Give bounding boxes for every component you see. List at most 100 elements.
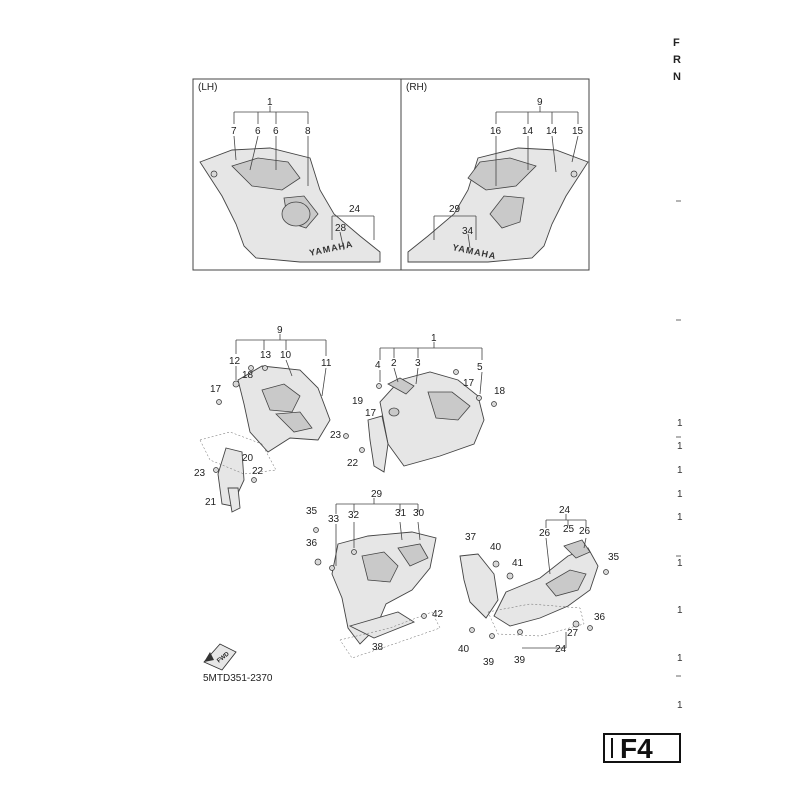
callout-number: 28 [335, 223, 347, 234]
callout-number: 32 [348, 510, 360, 521]
panels-frame [192, 78, 590, 271]
callout-number: 21 [205, 497, 217, 508]
callout-number: 22 [252, 466, 264, 477]
lh-mount-hole [210, 170, 218, 178]
washer-icon [476, 395, 482, 401]
nut-icon [262, 365, 268, 371]
edge-letter-n: N [673, 71, 681, 83]
screw-icon [489, 633, 495, 639]
callout-number: 38 [372, 642, 384, 653]
callout-number: 35 [306, 506, 318, 517]
screw-icon [587, 625, 593, 631]
screw-icon [469, 627, 475, 633]
leader-line [285, 359, 293, 377]
callout-number: 40 [490, 542, 502, 553]
edge-letter-r: R [673, 54, 681, 66]
callout-number: 6 [273, 126, 279, 137]
screw-icon [359, 447, 365, 453]
right-edge-marks: 1 1 1 1 1 1 1 1 1 [676, 200, 683, 711]
screw-icon [251, 477, 257, 483]
callout-number: 36 [594, 612, 606, 623]
callout-number: 30 [413, 508, 425, 519]
callout-number: 23 [330, 430, 342, 441]
forward-arrow-icon: FWD [203, 643, 237, 671]
callout-number: 7 [231, 126, 237, 137]
grommet-icon [314, 558, 322, 566]
callout-number: 26 [579, 526, 591, 537]
lower-right-assembly: 24 26 25 26 37 40 41 35 36 27 40 39 39 2… [458, 505, 620, 668]
callout-number: 31 [395, 508, 407, 519]
upper-right-window [427, 391, 471, 421]
lower-right-opening [545, 569, 587, 597]
grommet-icon [506, 572, 514, 580]
callout-number: 10 [280, 350, 292, 361]
callout-number: 11 [321, 358, 332, 369]
leader-line [551, 135, 557, 173]
edge-letter-f: F [673, 37, 680, 49]
callout-number: 29 [371, 489, 383, 500]
callout-number: 35 [608, 552, 620, 563]
leader-line [583, 537, 587, 549]
upper-right-intake [387, 377, 415, 395]
screw-icon [491, 401, 497, 407]
screw-icon [421, 613, 427, 619]
callout-number: 14 [522, 126, 534, 137]
lower-right-inner-panel [459, 553, 499, 619]
callout-number: 27 [567, 628, 579, 639]
lower-left-bracket [348, 611, 415, 639]
callout-number: 42 [432, 609, 444, 620]
lower-left-assembly: 29 35 33 32 31 30 36 42 38 [306, 489, 444, 659]
edge-number: 1 [677, 441, 683, 452]
lower-left-intake [397, 543, 429, 567]
upper-right-cowling [379, 371, 485, 467]
callout-number: 17 [365, 408, 377, 419]
leader-line [399, 521, 403, 541]
callout-number: 33 [328, 514, 340, 525]
leader-line [321, 367, 327, 397]
callout-number: 15 [572, 126, 584, 137]
section-tab-frame [603, 733, 681, 763]
callout-number: 1 [431, 333, 437, 344]
upper-left-bracket [227, 487, 241, 513]
leader-line [467, 233, 471, 249]
edge-number: 1 [677, 700, 683, 711]
screw-icon [453, 369, 459, 375]
callout-number: 9 [277, 325, 283, 336]
leader-line [339, 231, 345, 251]
callout-number: 34 [462, 226, 474, 237]
lower-left-opening [361, 551, 399, 583]
leader-line [393, 367, 399, 383]
callout-number: 36 [306, 538, 318, 549]
leader-line [417, 521, 421, 541]
side-view-panels: (LH) YAMAHA 1 7 6 6 [192, 78, 590, 271]
callout-number: 1 [267, 97, 273, 108]
leader-line [545, 537, 551, 575]
leader-line [479, 371, 483, 395]
edge-number: 1 [677, 653, 683, 664]
lower-right-cowling [493, 547, 599, 627]
screw-icon [313, 527, 319, 533]
callout-number: 20 [242, 453, 254, 464]
callout-number: 22 [347, 458, 359, 469]
rh-panel: (RH) YAMAHA 9 16 14 14 15 29 [406, 82, 589, 263]
washer-icon [248, 365, 254, 371]
screw-icon [329, 565, 335, 571]
callout-number: 37 [465, 532, 477, 543]
upper-left-opening [275, 411, 313, 433]
lh-vent-hole [281, 201, 311, 227]
figure-code: 5MTD351-2370 [203, 673, 273, 684]
callout-number: 13 [260, 350, 272, 361]
screw-icon [517, 629, 523, 635]
leader-line [415, 367, 419, 385]
rh-window-decal [467, 157, 537, 191]
rh-mount-hole [570, 170, 578, 178]
callout-number: 4 [375, 360, 381, 371]
screw-icon [603, 569, 609, 575]
callout-number: 23 [194, 468, 206, 479]
callout-number: 24 [559, 505, 571, 516]
edge-header-letters: F R N [673, 37, 681, 83]
callout-number: 6 [255, 126, 261, 137]
screw-icon [213, 467, 219, 473]
grommet-icon [572, 620, 580, 628]
callout-number: 39 [514, 655, 526, 666]
